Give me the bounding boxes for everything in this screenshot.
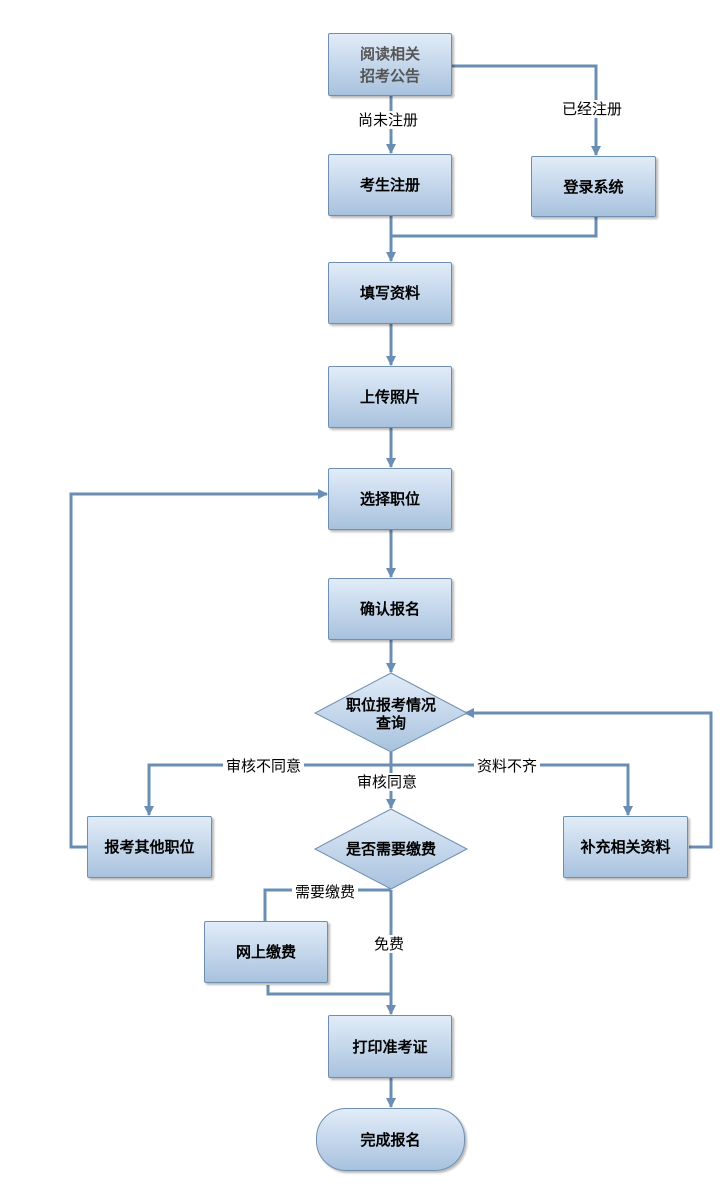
register-text: 考生注册 bbox=[359, 176, 420, 194]
upload-photo-box: 上传照片 bbox=[328, 366, 452, 428]
select-post-box: 选择职位 bbox=[328, 468, 452, 530]
done-terminator: 完成报名 bbox=[316, 1108, 465, 1171]
query-status-diamond-shape bbox=[313, 672, 469, 753]
connector-login-to-fill bbox=[391, 216, 598, 238]
label-not-registered: 尚未注册 bbox=[358, 111, 419, 129]
confirm-text: 确认报名 bbox=[359, 600, 420, 618]
online-pay-box: 网上缴费 bbox=[204, 921, 328, 983]
upload-photo-text: 上传照片 bbox=[359, 388, 420, 406]
query-status-text: 职位报考情况 查询 bbox=[345, 696, 436, 732]
register-box: 考生注册 bbox=[328, 154, 452, 216]
print-ticket-box: 打印准考证 bbox=[328, 1015, 452, 1078]
connector-read-to-login bbox=[452, 64, 601, 156]
connector-query-to-other-post bbox=[144, 763, 391, 816]
label-registered: 已经注册 bbox=[562, 100, 623, 118]
print-ticket-text: 打印准考证 bbox=[352, 1037, 428, 1056]
connector-query-to-supplement bbox=[391, 763, 633, 816]
read-notice-text: 阅读相关 招考公告 bbox=[359, 44, 420, 85]
online-pay-text: 网上缴费 bbox=[235, 943, 296, 961]
supplement-box: 补充相关资料 bbox=[563, 816, 688, 878]
connector-supplement-to-query bbox=[464, 708, 713, 849]
other-post-text: 报考其他职位 bbox=[104, 838, 195, 856]
fill-info-box: 填写资料 bbox=[328, 262, 452, 324]
select-post-text: 选择职位 bbox=[359, 490, 420, 508]
supplement-text: 补充相关资料 bbox=[580, 838, 671, 856]
done-text: 完成报名 bbox=[360, 1130, 421, 1149]
label-incomplete: 资料不齐 bbox=[474, 757, 541, 775]
connector-online-pay-to-print bbox=[266, 985, 391, 996]
confirm-box: 确认报名 bbox=[328, 578, 452, 640]
login-text: 登录系统 bbox=[563, 177, 624, 196]
label-rejected: 审核不同意 bbox=[223, 757, 305, 775]
label-free: 免费 bbox=[374, 935, 405, 953]
connector-other-post-to-select bbox=[69, 489, 328, 849]
need-fee-text: 是否需要缴费 bbox=[345, 840, 436, 858]
label-approved: 审核同意 bbox=[357, 773, 418, 791]
login-box: 登录系统 bbox=[531, 156, 656, 217]
other-post-box: 报考其他职位 bbox=[87, 816, 212, 878]
read-notice-box: 阅读相关 招考公告 bbox=[328, 33, 452, 96]
label-needs-payment: 需要缴费 bbox=[292, 883, 359, 901]
need-fee-diamond-shape bbox=[313, 808, 469, 890]
fill-info-text: 填写资料 bbox=[359, 284, 420, 302]
